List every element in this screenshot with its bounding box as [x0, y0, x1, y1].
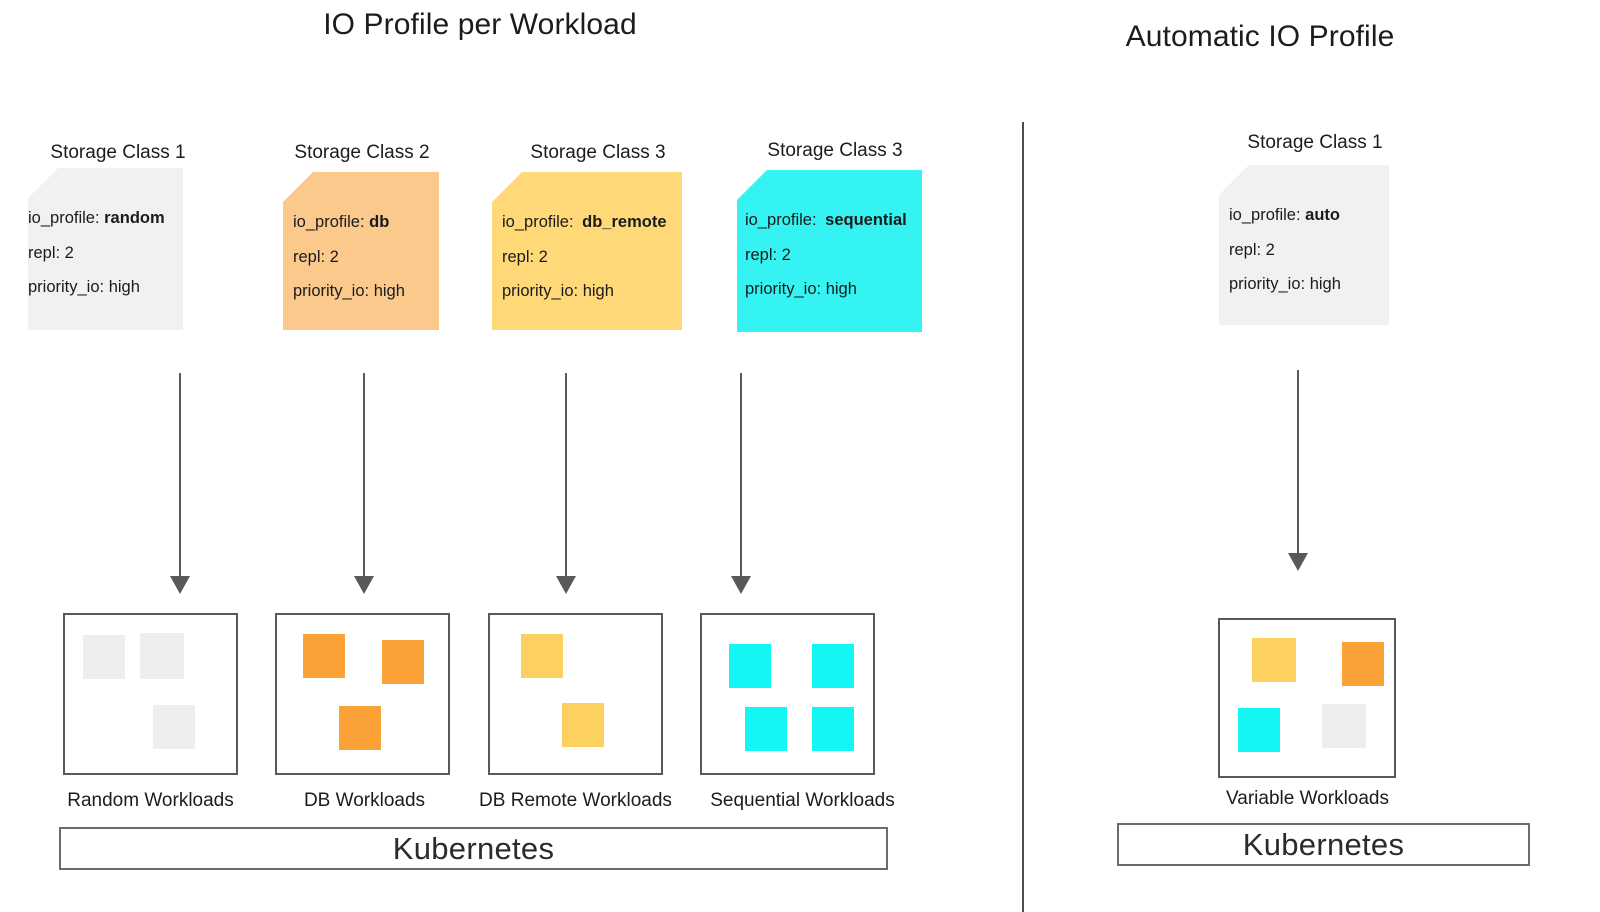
workload-box-variable[interactable]	[1218, 618, 1396, 778]
sc1-io-profile-line: io_profile: random	[28, 210, 183, 227]
storage-class-card-4[interactable]: io_profile: sequential repl: 2 priority_…	[737, 170, 922, 332]
workload-square	[1252, 638, 1296, 682]
sc1-io-profile-key: io_profile:	[28, 209, 100, 227]
arrow-shaft-2	[363, 373, 365, 578]
sc4-repl-line: repl: 2	[745, 245, 791, 264]
sc2-io-profile-key: io_profile:	[293, 213, 365, 231]
arrow-head-3	[556, 576, 576, 594]
kubernetes-label-left: Kubernetes	[392, 830, 555, 866]
arrow-head-2	[354, 576, 374, 594]
workload-box-db-remote[interactable]	[488, 613, 663, 775]
workload-label-sequential: Sequential Workloads	[710, 790, 895, 811]
storage-class-card-2[interactable]: io_profile: db repl: 2 priority_io: high	[283, 172, 439, 330]
sc4-io-profile-line: io_profile: sequential	[745, 212, 922, 229]
storage-class-caption-3: Storage Class 3	[530, 142, 666, 163]
workload-square	[1238, 708, 1280, 752]
arrow-shaft-auto	[1297, 370, 1299, 555]
storage-class-card-3[interactable]: io_profile: db_remote repl: 2 priority_i…	[492, 172, 682, 330]
workload-square	[83, 635, 125, 679]
workload-label-variable: Variable Workloads	[1226, 788, 1389, 809]
left-panel-title: IO Profile per Workload	[323, 8, 637, 41]
workload-square	[562, 703, 604, 747]
workload-label-db: DB Workloads	[303, 790, 426, 811]
workload-box-db[interactable]	[275, 613, 450, 775]
sc2-io-profile-line: io_profile: db	[293, 214, 439, 231]
workload-square	[812, 707, 854, 751]
workload-square	[745, 707, 787, 751]
workload-label-random: Random Workloads	[67, 790, 234, 811]
sc3-repl-line: repl: 2	[502, 247, 548, 266]
sc1-priority-line: priority_io: high	[28, 278, 140, 296]
sc-auto-io-profile-value: auto	[1305, 206, 1340, 224]
sc2-io-profile-value: db	[369, 213, 390, 231]
sc4-io-profile-key: io_profile:	[745, 211, 817, 229]
sc3-io-profile-key: io_profile:	[502, 213, 574, 231]
kubernetes-bar-right[interactable]: Kubernetes	[1117, 823, 1530, 866]
sc2-priority-line: priority_io: high	[293, 282, 405, 300]
storage-class-caption-1: Storage Class 1	[50, 142, 186, 163]
sc3-io-profile-value: db_remote	[582, 213, 667, 231]
kubernetes-bar-left[interactable]: Kubernetes	[59, 827, 888, 870]
sc4-io-profile-value: sequential	[825, 211, 907, 229]
workload-square	[1342, 642, 1384, 686]
workload-box-sequential[interactable]	[700, 613, 875, 775]
workload-label-db-remote: DB Remote Workloads	[479, 790, 672, 811]
storage-class-card-auto[interactable]: io_profile: auto repl: 2 priority_io: hi…	[1219, 165, 1389, 325]
storage-class-card-1[interactable]: io_profile: random repl: 2 priority_io: …	[28, 168, 183, 330]
workload-square	[521, 634, 563, 678]
arrow-shaft-4	[740, 373, 742, 578]
panel-divider	[1022, 122, 1024, 912]
right-panel-title: Automatic IO Profile	[1125, 20, 1395, 53]
workload-box-random[interactable]	[63, 613, 238, 775]
sc3-priority-line: priority_io: high	[502, 282, 614, 300]
workload-square	[140, 633, 184, 679]
workload-square	[812, 644, 854, 688]
workload-square	[729, 644, 771, 688]
storage-class-caption-auto: Storage Class 1	[1247, 132, 1383, 153]
sc1-io-profile-value: random	[104, 209, 165, 227]
sc-auto-priority-line: priority_io: high	[1229, 275, 1341, 293]
sc-auto-io-profile-line: io_profile: auto	[1229, 207, 1389, 224]
arrow-head-1	[170, 576, 190, 594]
arrow-shaft-1	[179, 373, 181, 578]
sc4-priority-line: priority_io: high	[745, 280, 857, 298]
sc2-repl-line: repl: 2	[293, 247, 339, 266]
storage-class-caption-4: Storage Class 3	[767, 140, 903, 161]
workload-square	[1322, 704, 1366, 748]
sc3-io-profile-line: io_profile: db_remote	[502, 214, 682, 231]
workload-square	[303, 634, 345, 678]
sc1-repl-line: repl: 2	[28, 243, 74, 262]
kubernetes-label-right: Kubernetes	[1242, 826, 1405, 862]
sc-auto-io-profile-key: io_profile:	[1229, 206, 1301, 224]
sc-auto-repl-line: repl: 2	[1229, 240, 1275, 259]
arrow-head-auto	[1288, 553, 1308, 571]
arrow-head-4	[731, 576, 751, 594]
arrow-shaft-3	[565, 373, 567, 578]
storage-class-caption-2: Storage Class 2	[294, 142, 430, 163]
workload-square	[339, 706, 381, 750]
workload-square	[382, 640, 424, 684]
workload-square	[153, 705, 195, 749]
